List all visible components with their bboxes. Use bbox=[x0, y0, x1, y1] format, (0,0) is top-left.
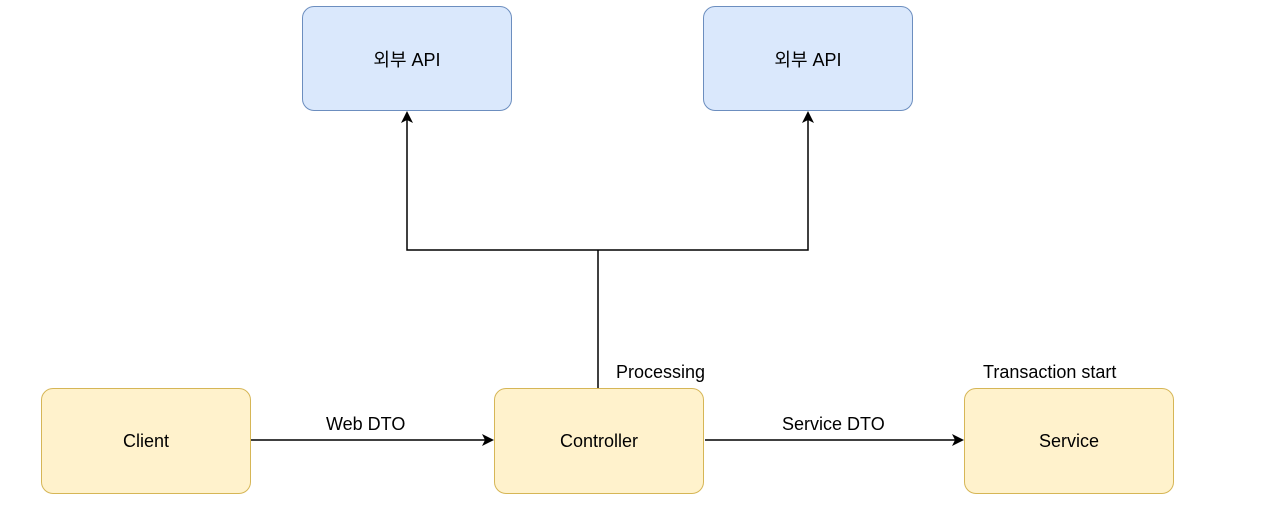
service-label: Service bbox=[1038, 430, 1100, 451]
branch-to-left-api-arrow bbox=[401, 111, 598, 251]
controller-label: Controller bbox=[559, 430, 639, 451]
client-box: Client bbox=[41, 388, 251, 494]
service-dto-edge-label: Service DTO bbox=[782, 414, 885, 434]
web-dto-edge-label: Web DTO bbox=[326, 414, 406, 434]
external-api-right-label: 외부 API bbox=[774, 49, 842, 70]
external-api-left-label: 외부 API bbox=[373, 49, 441, 70]
processing-label: Processing bbox=[616, 362, 706, 382]
transaction-start-label: Transaction start bbox=[983, 362, 1117, 382]
client-label: Client bbox=[122, 430, 170, 451]
branch-to-right-api-arrow bbox=[598, 111, 814, 251]
service-box: Service bbox=[964, 388, 1174, 494]
external-api-right-box: 외부 API bbox=[703, 6, 913, 111]
controller-box: Controller bbox=[494, 388, 704, 494]
external-api-left-box: 외부 API bbox=[302, 6, 512, 111]
